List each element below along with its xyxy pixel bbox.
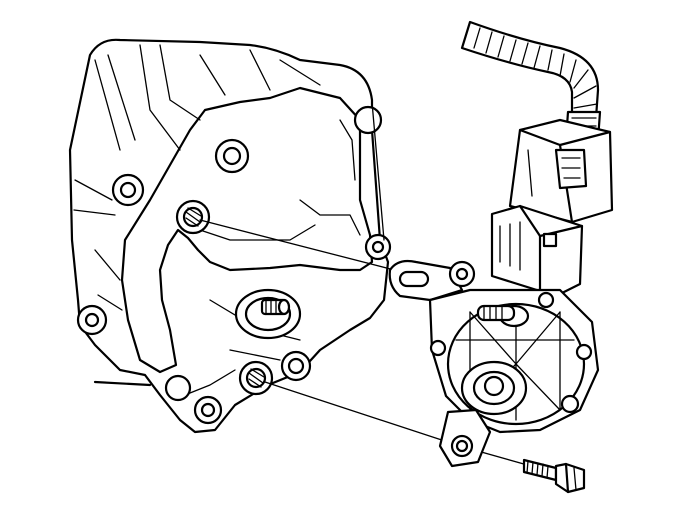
threaded-hole-upper — [175, 199, 211, 235]
mounting-bolt-icon — [522, 458, 586, 494]
transmission-case-icon — [68, 38, 392, 434]
shaft-boss — [234, 288, 302, 340]
electrical-connector-icon — [508, 118, 614, 224]
wire-harness-icon — [460, 20, 602, 142]
range-switch-icon — [388, 204, 600, 468]
threaded-hole-lower — [238, 360, 274, 396]
